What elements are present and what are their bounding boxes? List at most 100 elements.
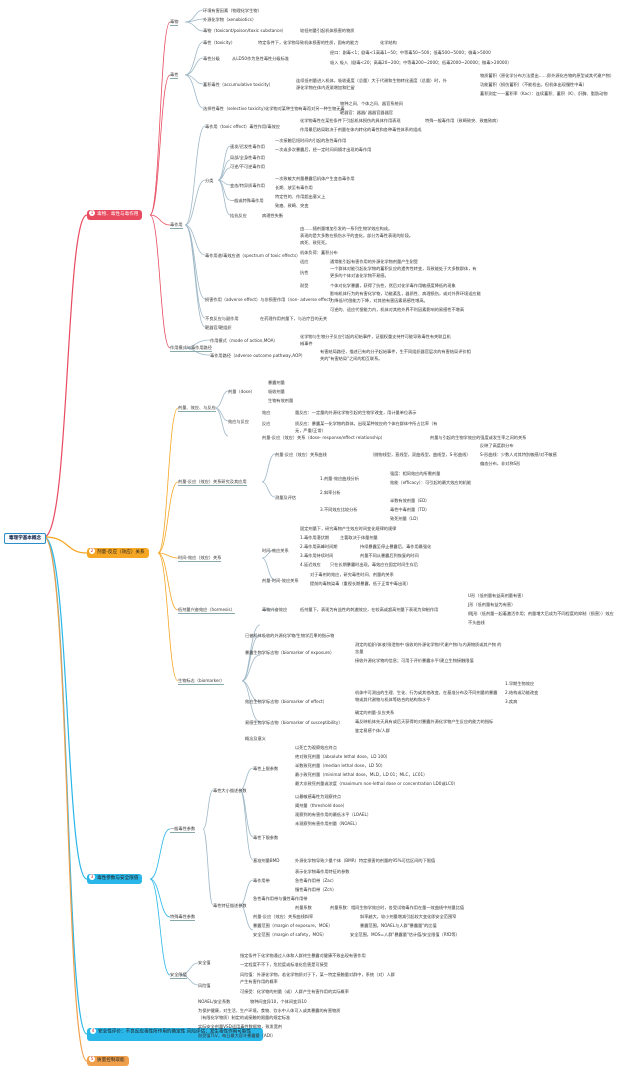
node-biomarker-meaning[interactable]: 概念及意义 [245,736,266,741]
node-toxic-effect-desc2[interactable]: 作用最后结局取决于剂量在体内转化的毒性和各种毒性体系的组成 [300,127,422,132]
node-acceptable[interactable]: 可接受：化学物的剂量（或）人群产生有害作用的实际概率 [240,989,349,994]
node-toxicity[interactable]: 毒性 [170,72,179,79]
node-latency-desc[interactable]: 主要取决于体量剂量 [340,535,378,540]
node-side-effect-desc[interactable]: 在药理作用剂量下，与治疗目的无关 [260,316,328,321]
node-general-special[interactable]: 一般或特殊毒作用 [230,198,264,203]
node-upper-params[interactable]: 毒性上限参数 [253,766,279,771]
node-duration[interactable]: 3.毒作用持续时间 [300,553,334,558]
node-exposure-desc1[interactable]: 测定的组织/体液/排泄物中 吸收的外源化学物/代谢产物/与内源物质或其产物 的 [355,642,502,647]
node-general-params[interactable]: 一般毒性参数 [170,826,196,833]
node-accum-function[interactable]: 功能蓄积（损伤蓄积）（不能检出，但机体出现慢性中毒） [480,82,587,87]
node-mld[interactable]: 最小致死剂量（minimal lethal dose，MLD，LD 01；MLC… [295,772,428,777]
node-dose-time-desc2[interactable]: 提前的毒物染毒（重视长期暴露，低于正常中毒出现） [310,581,411,586]
node-safety-margin[interactable]: 急性毒作用带与慢性毒作用带 [253,896,308,901]
node-peak-desc[interactable]: 持续暴露至停止暴露后，毒作用最强化 [360,544,432,549]
node-lower-params[interactable]: 毒性下限参数 [253,835,279,840]
node-curve-normal[interactable]: 反映了高度群分布 [480,443,514,448]
node-load[interactable]: 机体负荷：蓄积分布 [300,250,338,255]
node-dose-response-study[interactable]: 剂量-反应（效应）关系研究及其应用 [178,479,247,486]
node-dose[interactable]: 剂量（dose） [228,389,255,394]
node-ed50[interactable]: 半数有效剂量（ED） [390,498,430,503]
node-antagonism-desc[interactable]: 病理性失衡 [262,213,283,218]
node-effect-desc2[interactable]: 物或其代谢物与机体等结合的结构和水平 [355,697,431,702]
node-threshold[interactable]: 阈剂量（threshold dose） [295,803,347,808]
node-size-params[interactable]: 毒性大小描述参数 [213,788,247,793]
node-moa[interactable]: 作用模式（mode of action,MOA） [210,338,278,343]
node-suscept-desc2[interactable]: 毒反映机体先天具有或后天获得的对暴露外源化学物产生反应的能力的指标 [355,719,494,724]
node-moa-aop[interactable]: 作用模式与毒作用路径 [170,345,212,352]
node-toxic-effect[interactable]: 毒作用 [170,222,183,229]
node-ld50[interactable]: 致死剂量（LD） [390,516,421,521]
node-selective-desc[interactable]: 化学物对某种生物有毒而对另一种生物无毒 [265,106,345,111]
node-spectrum-desc3[interactable]: 病死、致死死。 [300,240,330,245]
node-time-effect-desc[interactable]: 固定剂量下，研究毒物产生效应时间变化规律的规律 [300,526,397,531]
node-hormesis-bell[interactable]: 倒J形（低剂量—起着激活作用；剂量增大后成为不同程度的抑制（损害））效应 [468,611,614,616]
node-slope-param[interactable]: 剂量-反应（效应）关系曲线斜率 [253,914,314,919]
node-lower-def[interactable]: 以最敏感毒性为观察终点 [295,794,342,799]
node-moe-desc[interactable]: 暴露范围，NOAEL与人群"暴露量"的比值 [360,923,437,928]
node-ld50-param[interactable]: 半数致死剂量（median lethal dose，LD 50） [295,763,386,768]
node-selective-target[interactable]: 靶器官：器器/ 器器官器器官 [340,110,393,115]
node-grading-oral[interactable]: 经口：剧毒<1；剧毒<1高毒1~50；中等毒50~500；低毒500~5000；… [330,50,491,55]
node-selective-toxicity[interactable]: 选择性毒性（selective toxicity） [203,106,268,111]
node-protect2[interactable]: （有限化学物质）制定的或接触的限量的规定标准 [198,1015,291,1020]
node-effect-spectrum[interactable]: 毒作用谱/毒效应谱（spectrum of toxic effects） [205,253,301,258]
node-risk-value[interactable]: 风险值 [198,983,211,988]
node-slope-desc[interactable]: 斜率越大，较小剂量增减引起较大变化即安全范围窄 [360,914,457,919]
node-zone-def[interactable]: 表示化学物毒作用特征的参数 [295,869,350,874]
node-bmd-desc[interactable]: 外源化学物导致少量个体（BMR）特定损害的剂量的95%可信区间的下限值 [295,858,436,863]
node-safety-desc1[interactable]: 指定条件下化学物通过人体和人群终生暴露对健康不致出现有害作用 [240,953,366,958]
node-time-effect-rel[interactable]: 时间-效应关系 [262,548,289,553]
node-mos-desc[interactable]: 剂量系数：相同生物学效应时，各受试物毒作用在量一效曲线中剂量比值 [330,905,465,910]
node-biomarker[interactable]: 生物标志（biomarker） [178,678,225,685]
node-target-dose[interactable]: 吸收剂量 [268,389,285,394]
node-immediate-desc[interactable]: 一次接触后短时间内引起的急性毒作用 [275,138,347,143]
node-accum-coef[interactable]: 蓄积测定——蓄积率（Kac）：连续蓄积、蓄积（K）、肝酶、脂肪动物 [480,91,608,96]
node-effect-response[interactable]: 效应与反应 [228,419,249,424]
node-loael[interactable]: 观察到的有害作用的最低水平（LOAEL） [295,812,372,817]
node-aop-desc1[interactable]: 有害结局路径，描述已有的分子起始事件，生不同组织器官层次的有害结局评价相 [320,349,471,354]
node-uf[interactable]: 物种间变异10，个体间变异10 [250,999,307,1004]
node-effect-desc[interactable]: 量反应：一定量的外源化学物引起的生物学改变，用计量单位表示 [295,410,417,415]
node-curve-types[interactable]: （抛物线型，直线型，双曲线型，曲线型，S-形曲线） [370,452,471,457]
node-spectrum-desc1[interactable]: 由……随剂量增加引发的一系列生物学效应构成。 [300,226,393,231]
node-curve-analysis[interactable]: 1.剂量-效应曲线分析 [320,476,360,481]
node-tolerance-desc[interactable]: 个体对化学暴露，获得了抗性，然后对化学毒作用敏感度降低的现象 [330,283,456,288]
node-adapt[interactable]: 适应 [300,259,309,264]
node-accumulative-desc2[interactable]: 源化学物在体内逐渐增加和贮留 [296,85,355,90]
node-effective-dose[interactable]: 生物有效剂量 [268,398,294,403]
node-hormesis[interactable]: 低剂量兴奋效应（hormesis） [178,607,235,614]
node-exposure-desc2[interactable]: 含量 [355,649,364,654]
node-td50[interactable]: 毒性中毒剂量（TD） [390,507,430,512]
node-special-params[interactable]: 特殊毒性参数 [170,914,196,921]
node-effect-early[interactable]: 1.早期生物效应 [505,681,535,686]
node-chronic-zone[interactable]: 慢性毒作用带（Zch） [295,887,337,892]
node-moa-desc2[interactable]: 械事件 [300,341,313,346]
node-toxic-effect-desc1[interactable]: 化学物毒性在某些条件下引起机体损伤的具体作用表现 [300,118,401,123]
node-peak[interactable]: 2.毒作用高峰时间期 [300,544,338,549]
node-immediate-delayed[interactable]: 速发/迟发性毒作用 [230,144,265,149]
node-biomarker-susceptibility[interactable]: 易感生物学标志物（biomarker of susceptibility） [245,720,343,725]
node-safety-limit[interactable]: 安全限值 [170,972,187,979]
node-mtd[interactable]: 最大非致死剂量或浓度（maximum non-lethal dose or co… [295,781,458,786]
node-response-desc1[interactable]: 质反应：暴露某一化学物的群体，出现某种效应的个体在群体中所占比率（有 [295,421,438,426]
node-resistance-desc1[interactable]: 一个群体对能引起化学物的蓄积反应的遗传性转变，导致能处于大多数群体，有 [330,266,477,271]
node-allergic[interactable]: 变态/特异质毒作用 [230,183,265,188]
node-protect1[interactable]: 为保护健康，对生活、生产环境，食物、饮水中人体可入或其暴露的有害物质 [198,1008,341,1013]
node-response-desc2[interactable]: 无，严重/正常） [295,428,326,433]
node-curve-skew[interactable]: 偏态分布，非对称S形 [480,461,521,466]
node-selective-species[interactable]: 物种之间、个体之间、器官系统间 [340,101,403,106]
node-biomarker-exposure[interactable]: 暴露生物学标志物（biomarker of exposure） [245,650,335,655]
node-delayed-desc[interactable]: 一次或多次暴露后，经一定时间间隔才出现的毒作用 [275,147,372,152]
node-effect[interactable]: 效应 [262,410,271,415]
node-mos[interactable]: 安全范围（margin of safety，MOS） [253,932,327,937]
node-reversible[interactable]: 可逆/不可逆毒作用 [230,164,265,169]
node-toxicant[interactable]: 毒物 [170,19,179,26]
node-suscept-desc3[interactable]: 鉴定易感个体/人群 [355,728,390,733]
node-aop-desc2[interactable]: 关的"有害结局"之间的相互联系。 [320,356,383,361]
node-slope[interactable]: 2.斜率分析 [320,490,341,495]
node-safety-value[interactable]: 安全值 [198,960,211,965]
node-acute-zone[interactable]: 急性毒作用带（Zac） [295,878,337,883]
